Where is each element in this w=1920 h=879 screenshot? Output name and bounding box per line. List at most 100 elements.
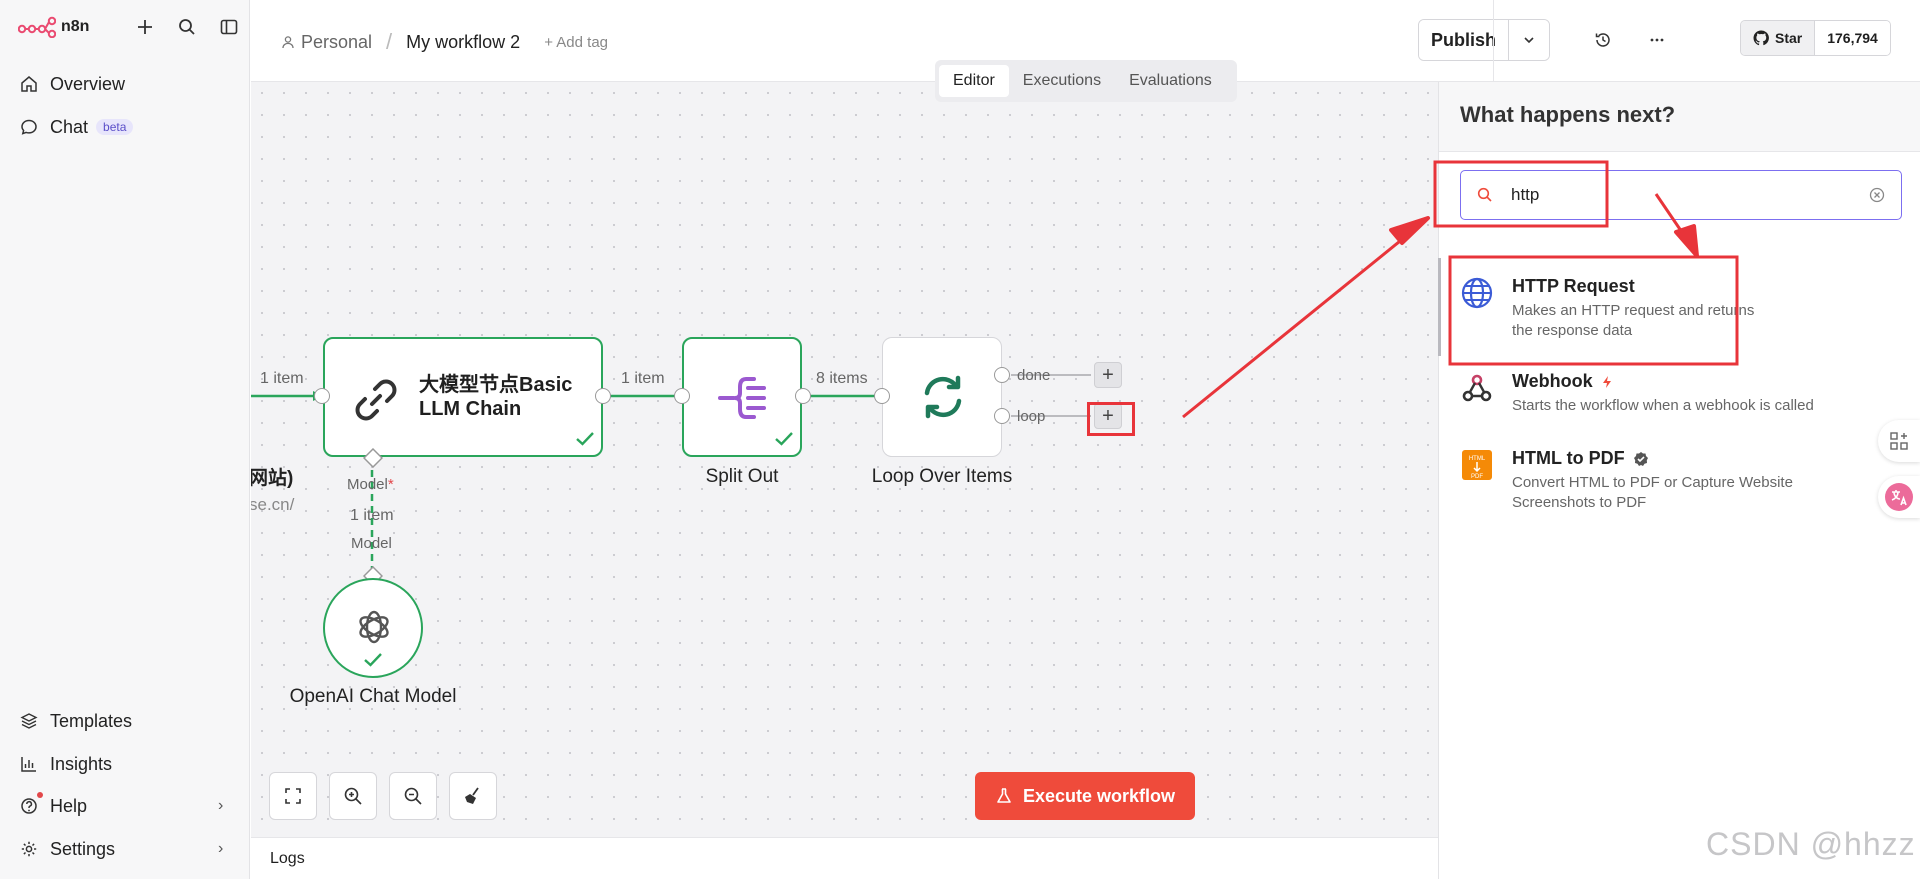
publish-dropdown-button[interactable]: [1509, 20, 1549, 60]
github-star-count: 176,794: [1815, 21, 1890, 55]
edge-label-model-items: 1 item: [350, 507, 394, 524]
search-box[interactable]: [1460, 170, 1902, 220]
watermark-text: CSDN @hhzz: [1706, 826, 1916, 862]
execute-workflow-button[interactable]: Execute workflow: [975, 772, 1195, 820]
input-port[interactable]: [674, 388, 690, 404]
user-icon: [282, 36, 294, 49]
partial-node-title: 网站): [251, 468, 294, 489]
broom-icon: [465, 787, 479, 804]
publish-button[interactable]: Publish: [1419, 20, 1509, 60]
sidebar-item-help[interactable]: Help: [18, 791, 87, 821]
result-name: HTTP Request: [1512, 276, 1762, 297]
edge-label-split-to-loop: 8 items: [816, 370, 868, 387]
sidebar-item-insights[interactable]: Insights: [18, 749, 112, 779]
search-icon: [1477, 187, 1492, 202]
sidebar-item-templates[interactable]: Templates: [18, 706, 132, 736]
input-port[interactable]: [314, 388, 330, 404]
output-label-loop: loop: [1017, 408, 1046, 425]
sidebar-item-settings[interactable]: Settings: [18, 834, 115, 864]
flask-icon: [997, 788, 1011, 803]
svg-text:HTML: HTML: [1469, 456, 1486, 462]
fullscreen-icon: [285, 788, 301, 804]
result-name-text: Webhook: [1512, 371, 1593, 391]
breadcrumb-project[interactable]: Personal: [281, 32, 372, 53]
chevron-right-icon: ›: [218, 840, 224, 857]
github-star-button[interactable]: Star 176,794: [1740, 20, 1891, 56]
insights-icon: [18, 753, 40, 775]
tab-executions[interactable]: Executions: [1022, 72, 1102, 89]
tab-editor[interactable]: Editor: [939, 65, 1009, 97]
node-creator-panel: What happens next? HTTP Request Makes an…: [1438, 82, 1920, 879]
openai-icon: [359, 610, 389, 644]
zoom-out-button[interactable]: [389, 772, 437, 820]
home-icon: [18, 73, 40, 95]
sidebar-item-label: Chat: [50, 116, 89, 137]
beta-badge: beta: [96, 119, 134, 135]
search-input[interactable]: [1511, 185, 1851, 205]
sidebar-item-chat[interactable]: Chat beta: [18, 112, 134, 142]
add-tag-button[interactable]: + Add tag: [544, 33, 609, 51]
result-name-text: HTTP Request: [1512, 276, 1635, 296]
translate-icon[interactable]: [1878, 476, 1920, 518]
webhook-icon: [1460, 371, 1494, 405]
sidebar-item-label: Templates: [50, 710, 133, 731]
history-icon[interactable]: [1589, 26, 1617, 54]
output-port-loop[interactable]: [994, 408, 1010, 424]
link-chain-icon: [355, 379, 397, 421]
result-webhook[interactable]: Webhook Starts the workflow when a webho…: [1460, 371, 1900, 416]
success-check-icon: [364, 653, 382, 667]
chat-icon: [18, 116, 40, 138]
chevron-right-icon: ›: [218, 797, 224, 814]
partial-node-subtitle: se.cn/: [251, 495, 295, 514]
result-description: Makes an HTTP request and returns the re…: [1512, 302, 1755, 339]
output-port[interactable]: [795, 388, 811, 404]
output-port-done[interactable]: [994, 367, 1010, 383]
sidebar-item-label: Overview: [50, 73, 126, 94]
result-description: Convert HTML to PDF or Capture Website S…: [1512, 474, 1793, 511]
split-out-icon: [718, 377, 766, 419]
logo-text: n8n: [61, 18, 90, 35]
panel-scroll-indicator[interactable]: [1438, 258, 1441, 356]
breadcrumb: Personal / My workflow 2 + Add tag: [281, 29, 608, 55]
verified-badge-icon: [1633, 451, 1648, 466]
help-icon: [18, 795, 40, 817]
sidebar-item-label: Help: [50, 795, 88, 816]
llm-chain-title-line1: 大模型节点Basic: [419, 374, 573, 396]
toggle-sidebar-icon[interactable]: [216, 14, 242, 40]
result-name: Webhook: [1512, 371, 1814, 392]
header-divider: [1493, 0, 1494, 82]
logo[interactable]: n8n: [18, 14, 89, 40]
add-node-done-button[interactable]: +: [1094, 362, 1122, 388]
split-out-title: Split Out: [705, 466, 779, 487]
search-icon[interactable]: [174, 14, 200, 40]
sidebar-item-label: Insights: [50, 753, 113, 774]
clear-search-icon[interactable]: [1869, 187, 1885, 203]
result-http-request[interactable]: HTTP Request Makes an HTTP request and r…: [1460, 276, 1900, 341]
logs-bar[interactable]: Logs: [251, 837, 1438, 879]
model-port-diamond-icon[interactable]: [363, 448, 383, 468]
grid-apps-icon[interactable]: [1878, 420, 1920, 462]
add-icon[interactable]: [132, 14, 158, 40]
sidebar-item-overview[interactable]: Overview: [18, 69, 125, 99]
tab-evaluations[interactable]: Evaluations: [1129, 72, 1212, 89]
workflow-name[interactable]: My workflow 2: [406, 31, 521, 52]
more-options-icon[interactable]: [1643, 26, 1671, 54]
required-mark: *: [387, 476, 394, 493]
breadcrumb-separator: /: [386, 29, 393, 54]
output-port[interactable]: [595, 388, 611, 404]
fit-view-button[interactable]: [269, 772, 317, 820]
zoom-in-button[interactable]: [329, 772, 377, 820]
workflow-canvas[interactable]: 网站) se.cn/ 1 item 大模型节点Basic LLM Chain M…: [251, 82, 1438, 837]
loop-over-items-node[interactable]: [882, 337, 1002, 457]
n8n-logo-icon: [18, 16, 56, 38]
llm-chain-node[interactable]: 大模型节点Basic LLM Chain: [323, 337, 603, 457]
view-tabs: Editor Executions Evaluations: [935, 60, 1237, 102]
tidy-up-button[interactable]: [449, 772, 497, 820]
openai-chat-model-node[interactable]: [323, 578, 423, 678]
split-out-node[interactable]: [682, 337, 802, 457]
input-port[interactable]: [874, 388, 890, 404]
model-port-label: Model*: [347, 476, 394, 493]
chevron-down-icon: [1524, 37, 1534, 44]
